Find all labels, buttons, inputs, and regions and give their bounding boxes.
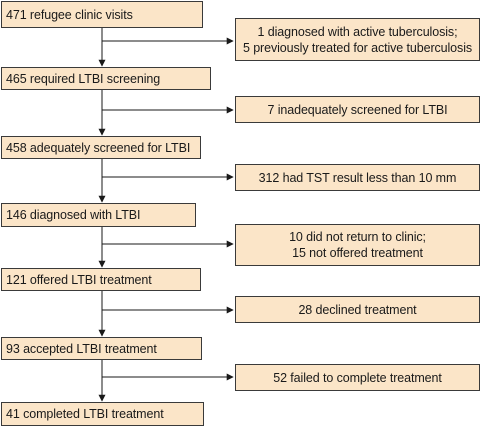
main-box-label: 471 refugee clinic visits <box>6 7 133 22</box>
main-box-required: 465 required LTBI screening <box>1 67 211 90</box>
exclusion-box-tst: 312 had TST result less than 10 mm <box>235 164 480 191</box>
exclusion-box-active-tb: 1 diagnosed with active tuberculosis; 5 … <box>235 18 480 61</box>
main-box-adequate: 458 adequately screened for LTBI <box>1 136 201 159</box>
exclusion-box-failed: 52 failed to complete treatment <box>235 364 480 391</box>
main-box-label: 121 offered LTBI treatment <box>6 272 152 287</box>
exclusion-box-declined: 28 declined treatment <box>235 296 480 323</box>
main-box-label: 41 completed LTBI treatment <box>6 407 164 421</box>
exclusion-line: 10 did not return to clinic; <box>289 230 426 244</box>
exclusion-line: 7 inadequately screened for LTBI <box>267 102 448 117</box>
exclusion-line: 28 declined treatment <box>298 302 417 317</box>
main-box-label: 465 required LTBI screening <box>6 71 161 86</box>
main-box-offered: 121 offered LTBI treatment <box>1 268 201 291</box>
exclusion-box-no-return: 10 did not return to clinic; 15 not offe… <box>235 224 480 266</box>
main-box-completed: 41 completed LTBI treatment <box>1 402 204 426</box>
main-box-label: 93 accepted LTBI treatment <box>6 341 157 356</box>
main-box-label: 146 diagnosed with LTBI <box>6 208 141 222</box>
exclusion-box-inadequate: 7 inadequately screened for LTBI <box>235 96 480 123</box>
main-box-label: 458 adequately screened for LTBI <box>6 140 191 155</box>
exclusion-line: 5 previously treated for active tubercul… <box>242 40 473 55</box>
exclusion-line: 15 not offered treatment <box>292 246 423 260</box>
main-box-diagnosed: 146 diagnosed with LTBI <box>1 203 196 227</box>
exclusion-line: 52 failed to complete treatment <box>273 370 442 385</box>
main-box-accepted: 93 accepted LTBI treatment <box>1 337 202 360</box>
main-box-visits: 471 refugee clinic visits <box>1 1 203 28</box>
exclusion-line: 1 diagnosed with active tuberculosis; <box>257 24 458 39</box>
exclusion-line: 312 had TST result less than 10 mm <box>258 170 457 185</box>
